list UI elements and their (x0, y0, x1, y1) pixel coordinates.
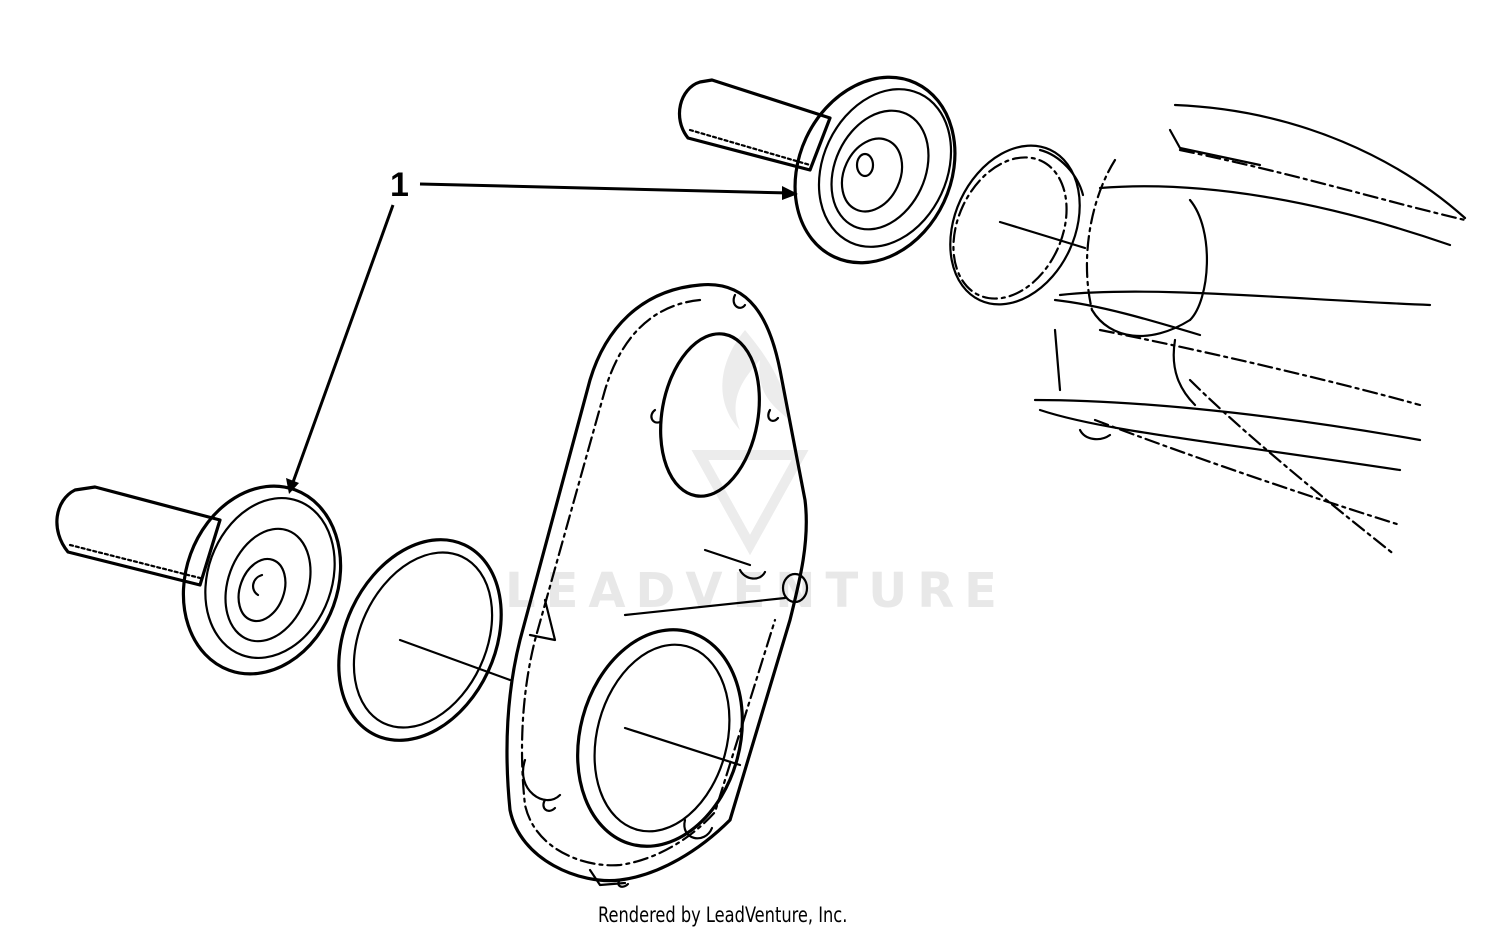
impeller-housing (1033, 103, 1467, 557)
watermark-text: LEADVENTURE (505, 563, 1007, 619)
leadventure-logo-mark (691, 330, 809, 556)
lower-bearing-shaft (55, 484, 343, 676)
callout-label-1: 1 (390, 166, 409, 204)
upper-bearing-shaft (677, 75, 957, 265)
leadventure-watermark: LEADVENTURE (505, 330, 1007, 619)
upper-seal-ring (949, 144, 1087, 306)
credit-line: Rendered by LeadVenture, Inc. (598, 903, 848, 927)
callout-1-leaders (286, 182, 798, 494)
gear-case-cover (505, 283, 809, 888)
lower-seal-ring (337, 538, 512, 742)
